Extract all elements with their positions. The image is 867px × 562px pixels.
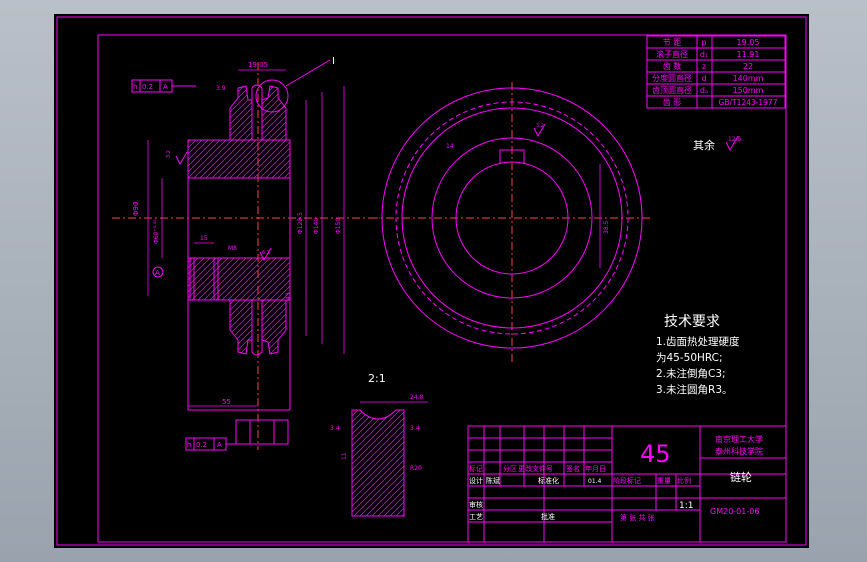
tb-scale: 1:1	[679, 501, 693, 511]
tb-hdr-sign: 签名	[566, 464, 580, 473]
detail-hatch	[351, 409, 405, 517]
tb-hdr-date2: 01.4	[588, 478, 602, 485]
roughness-other-note: 其余 12.5	[693, 135, 742, 152]
tb-hdr-design: 设计	[469, 476, 483, 485]
geom-tolerance-top: h 0.2 A	[131, 79, 196, 93]
det-3-4-left: 3.4	[330, 425, 340, 432]
sprocket-front-view: 14 38.5 3.2	[370, 82, 650, 362]
param-value-0: 19.05	[737, 38, 760, 47]
detail-circle-I	[255, 79, 289, 113]
tb-hdr-approve: 批准	[541, 512, 555, 521]
tb-hdr-change: 更改文件号	[518, 464, 553, 473]
det-r20: R20	[410, 465, 422, 472]
dim-m8: M8	[228, 245, 237, 252]
tb-hdr-zone: 分区	[503, 464, 517, 473]
sprocket-section-view: I h 0.2 A h 0.2 A 19.05 3.9	[112, 56, 380, 451]
tb-hdr-designer: 陈斌	[486, 476, 500, 485]
dim-3-9: 3.9	[216, 85, 226, 92]
param-value-1: 11.91	[737, 50, 760, 59]
drawing-sheet	[54, 14, 809, 548]
tb-part-no: GM20-01-06	[710, 507, 759, 516]
tech-req-title: 技术要求	[664, 314, 720, 330]
tb-hdr-date: 年月日	[585, 464, 606, 473]
dim-phi128: Φ128.5	[297, 212, 304, 234]
dim-phi140: Φ140	[313, 218, 320, 234]
det-24: 24.8	[410, 394, 424, 401]
tol-top-ref: A	[163, 83, 168, 91]
param-symbol-2: z	[702, 62, 706, 71]
param-symbol-1: d₁	[700, 50, 708, 59]
param-value-4: 150mm	[733, 86, 764, 95]
tol-bottom-value: 0.2	[196, 441, 207, 449]
inner-frame	[97, 34, 787, 543]
tech-req-line-4: 3.未注圆角R3。	[656, 383, 733, 396]
param-name-4: 齿顶圆直径	[652, 85, 692, 95]
tb-hdr-review: 审核	[469, 500, 483, 509]
detail-label: I	[332, 56, 335, 67]
dim-phi150: Φ150	[335, 218, 342, 234]
tol-bottom-ref: A	[217, 441, 222, 449]
lower-section-hatch	[187, 257, 291, 301]
tb-part-name: 链轮	[730, 470, 752, 484]
param-name-3: 分度圆直径	[652, 73, 692, 83]
scale-note: 2:1	[368, 372, 386, 385]
keyway	[499, 149, 525, 164]
datum-a: A	[155, 269, 160, 277]
tb-school-1: 南京理工大学	[715, 434, 763, 444]
roughness-other-label: 其余	[693, 138, 715, 152]
tb-stage: 阶段标记	[613, 476, 641, 485]
dim-phi90: Φ90	[132, 202, 140, 216]
dim-15: 15	[200, 235, 208, 242]
rough-a: 3.2	[166, 150, 172, 158]
dim-phi60: Φ60⁺⁰·⁰⁵	[153, 219, 160, 244]
param-name-2: 齿 数	[663, 61, 682, 71]
param-name-1: 滚子直径	[656, 49, 688, 59]
tb-school-2: 泰州科技学院	[715, 446, 763, 456]
dim-55: 55	[222, 398, 231, 406]
param-value-5: GB/T1243-1977	[719, 98, 778, 107]
dim-key-38: 38.5	[603, 220, 610, 234]
dim-key-14: 14	[446, 143, 454, 150]
tb-weight: 重量	[657, 477, 671, 485]
geom-tolerance-bottom: h 0.2 A	[185, 437, 246, 451]
tech-req-line-2: 为45-50HRC;	[656, 352, 723, 364]
param-value-3: 140mm	[733, 74, 764, 83]
param-symbol-0: p	[701, 38, 706, 47]
tb-hdr-mark: 标记	[469, 464, 483, 473]
dim-4-3: 43	[285, 292, 292, 300]
tb-hdr-std: 标准化	[538, 476, 559, 485]
tb-material: 45	[640, 440, 671, 468]
param-value-2: 22	[743, 62, 753, 71]
tb-ratio: 比例	[677, 476, 691, 485]
tol-top-value: 0.2	[142, 83, 153, 91]
detail-view-I: 2:1 24.8 3.4 3.4 11 R20	[330, 372, 428, 517]
title-block: 45 南京理工大学 泰州科技学院 链轮 GM20-01-06 1:1 阶段标记 …	[467, 425, 787, 543]
tech-requirements: 技术要求 1.齿面热处理硬度 为45-50HRC; 2.未注倒角C3; 3.未注…	[656, 314, 740, 396]
svg-text:h: h	[187, 441, 191, 449]
dim-pitch: 19.05	[248, 61, 268, 69]
tb-sheets: 第 张 共 张	[620, 513, 655, 522]
svg-text:h: h	[133, 83, 137, 91]
outer-border	[56, 16, 807, 546]
det-11: 11	[341, 452, 348, 460]
parameter-table: 节 距 p 19.05 滚子直径 d₁ 11.91 齿 数 z 22 分度圆直径…	[646, 35, 786, 109]
param-symbol-3: d	[701, 74, 706, 83]
det-3-4-right: 3.4	[410, 425, 420, 432]
tb-hdr-craft: 工艺	[469, 513, 483, 521]
tech-req-line-1: 1.齿面热处理硬度	[656, 335, 740, 348]
upper-section-hatch	[187, 139, 291, 179]
rough-key: 3.2	[536, 123, 544, 129]
roughness-other-value: 12.5	[728, 136, 742, 143]
param-symbol-4: dₐ	[700, 86, 708, 95]
tech-req-line-3: 2.未注倒角C3;	[656, 367, 726, 380]
param-name-0: 节 距	[663, 38, 682, 47]
rough-b: 6.3	[262, 250, 270, 256]
param-name-5: 齿 形	[663, 98, 682, 107]
